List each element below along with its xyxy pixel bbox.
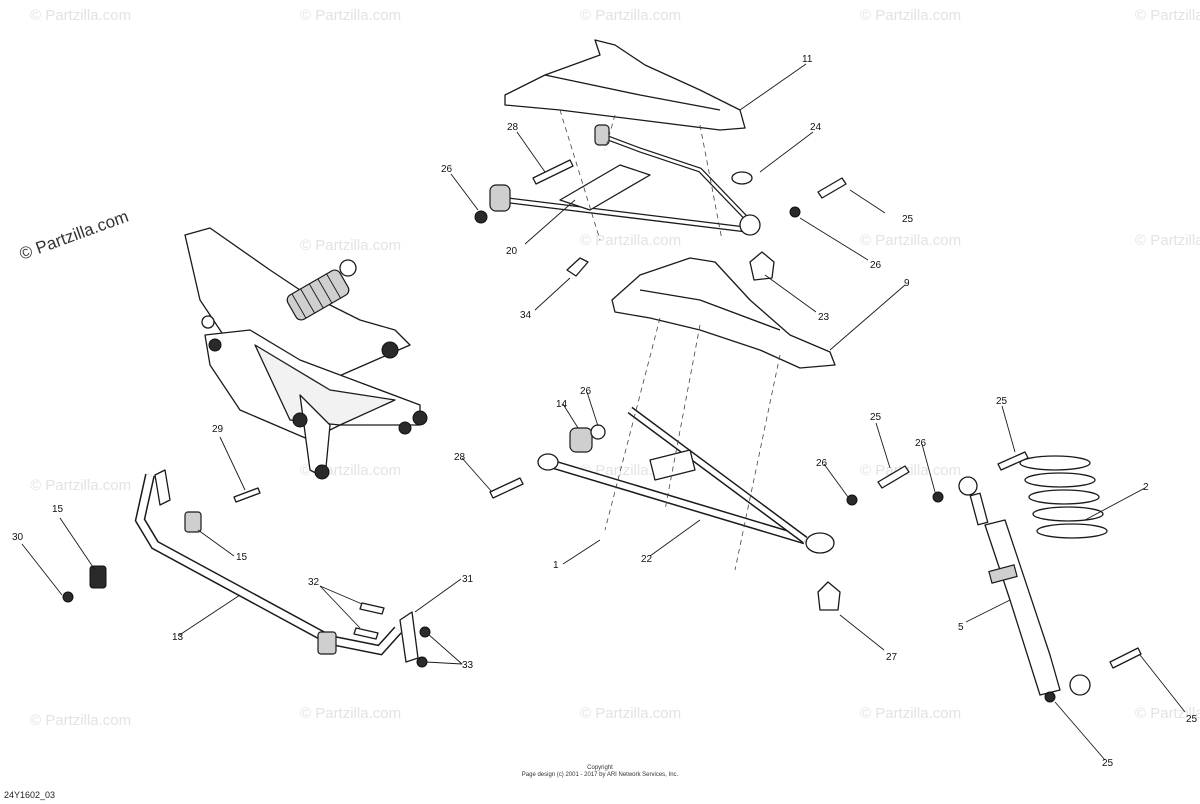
callout-30: 30 [12, 532, 24, 543]
watermark: © Partzilla.com [860, 7, 961, 24]
callout-25: 25 [1186, 714, 1198, 725]
lower-nut-right [846, 494, 858, 506]
watermark: © Partzilla.com [1135, 7, 1200, 24]
lower-a-arm-bolt [489, 477, 524, 499]
copyright-line: Page design (c) 2001 - 2017 by ARI Netwo… [522, 772, 679, 778]
link-nut-lower [416, 656, 428, 668]
stabilizer-bar [134, 469, 419, 663]
callout-27: 27 [886, 652, 898, 663]
lower-shock-bolt-right [877, 465, 910, 489]
callout-26: 26 [915, 438, 927, 449]
watermark: © Partzilla.com [580, 7, 681, 24]
shock-upper-nut [932, 491, 944, 503]
callout-28: 28 [454, 452, 466, 463]
callout-31: 31 [462, 574, 474, 585]
shock-lower-bolt [1109, 647, 1142, 669]
upper-shock-nut [789, 206, 801, 218]
bracket-clip [566, 257, 589, 277]
watermark: © Partzilla.com [1135, 232, 1200, 249]
coil-spring [1019, 455, 1108, 539]
watermark: © Partzilla.com [300, 7, 401, 24]
upper-shock-bolt [817, 177, 847, 199]
watermark: © Partzilla.com [300, 705, 401, 722]
watermark: © Partzilla.com [30, 712, 131, 729]
callout-15: 15 [52, 504, 64, 515]
watermark: © Partzilla.com [860, 705, 961, 722]
alignment-lines [559, 109, 781, 571]
shock-absorber [958, 476, 1091, 696]
callout-22: 22 [641, 554, 653, 565]
callout-15: 15 [236, 552, 248, 563]
watermark: © Partzilla.com [860, 462, 961, 479]
callout-25: 25 [870, 412, 882, 423]
link-nut-upper [419, 626, 431, 638]
stabilizer-nut-left [62, 591, 74, 603]
callout-2: 2 [1143, 482, 1149, 493]
leader-lines [21, 63, 1186, 761]
watermark: © Partzilla.com [300, 237, 401, 254]
lower-skid-rib [639, 289, 781, 331]
callout-33: 33 [462, 660, 474, 671]
callout-5: 5 [958, 622, 964, 633]
callout-20: 20 [506, 246, 518, 257]
watermark: © Partzilla.com [30, 477, 131, 494]
upper-a-arm [489, 124, 761, 236]
shock-upper-bolt [997, 451, 1029, 471]
upper-a-arm-nut [474, 210, 488, 224]
link-bolt-lower [353, 627, 379, 640]
callout-26: 26 [580, 386, 592, 397]
copyright-title: Copyright [587, 765, 613, 771]
shock-lower-nut [1044, 691, 1056, 703]
watermark-main: © Partzilla.com [17, 207, 131, 264]
watermark: © Partzilla.com [30, 7, 131, 24]
upper-a-arm-bolt [532, 159, 574, 185]
callout-11: 11 [802, 54, 813, 65]
watermark: © Partzilla.com [580, 232, 681, 249]
callout-9: 9 [904, 278, 910, 289]
callout-26: 25 [1102, 758, 1114, 769]
lower-a-arm [537, 406, 835, 554]
callout-29: 29 [212, 424, 224, 435]
callout-26: 26 [441, 164, 453, 175]
watermark: © Partzilla.com [1135, 705, 1200, 722]
upper-ball-joint [749, 251, 775, 281]
callout-1: 1 [553, 560, 559, 571]
stabilizer-link-bolt [233, 487, 261, 503]
callout-labels: 11 24 28 26 20 25 26 23 34 9 26 14 28 1 … [12, 54, 1198, 769]
callout-24: 24 [810, 122, 822, 133]
callout-34: 34 [520, 310, 532, 321]
callout-26: 26 [870, 260, 882, 271]
stabilizer-bushing [89, 565, 107, 589]
callout-32: 32 [308, 577, 320, 588]
upper-skid-plate [504, 39, 746, 131]
diagram-id: 24Y1602_03 [4, 790, 55, 800]
upper-skid-rib [544, 74, 721, 111]
lower-ball-joint [817, 581, 841, 611]
callout-25: 25 [902, 214, 914, 225]
callout-14: 14 [556, 399, 568, 410]
callout-23: 23 [818, 312, 830, 323]
link-bolt-upper [359, 602, 385, 615]
callout-26: 26 [816, 458, 828, 469]
callout-28: 28 [507, 122, 519, 133]
callout-13: 13 [172, 632, 184, 643]
watermark: © Partzilla.com [580, 705, 681, 722]
lower-skid-plate [611, 257, 836, 369]
assembled-suspension [184, 227, 428, 480]
watermark-layer: © Partzilla.com © Partzilla.com © Partzi… [30, 7, 1200, 729]
callout-25: 25 [996, 396, 1008, 407]
retaining-ring [731, 171, 753, 185]
watermark: © Partzilla.com [860, 232, 961, 249]
